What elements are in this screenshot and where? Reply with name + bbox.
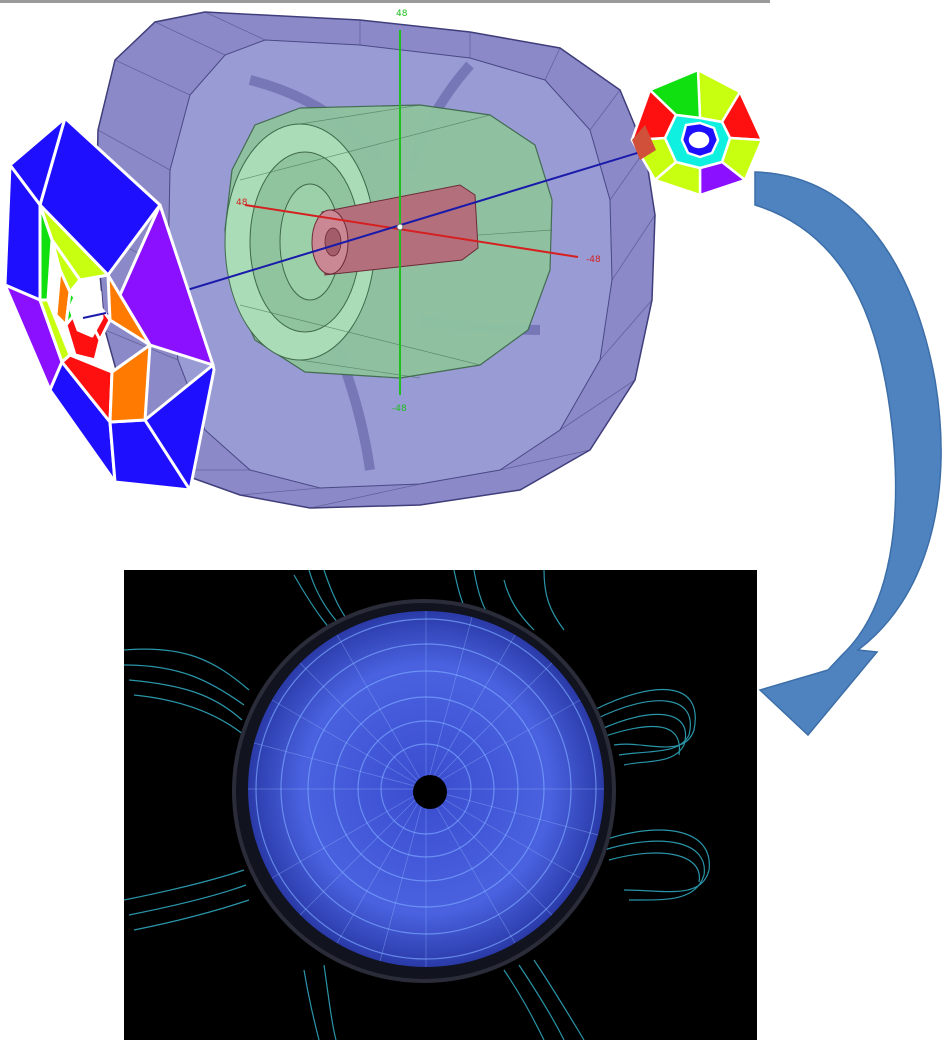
right-endcap — [630, 68, 764, 197]
left-endcap — [3, 116, 216, 492]
disc-rings — [255, 618, 597, 960]
disc-photo-rendering — [124, 570, 757, 1040]
curved-arrow-down-left-icon — [754, 171, 942, 737]
origin-marker — [396, 223, 404, 231]
detector-rendering: 48 -48 48 -48 — [3, 9, 764, 509]
y-axis-top-label: 48 — [396, 9, 408, 19]
x-axis-right-label: -48 — [586, 255, 601, 265]
disc-radial-pattern — [248, 611, 604, 967]
x-axis — [244, 204, 579, 258]
detector-disc-photo — [124, 570, 757, 1040]
x-axis-left-label: 48 — [236, 198, 248, 208]
z-axis — [94, 139, 681, 319]
axes: 48 -48 48 -48 — [94, 9, 681, 414]
disc-center-hole — [413, 775, 447, 809]
y-axis-bottom-label: -48 — [392, 404, 407, 414]
top-rule — [0, 0, 770, 3]
